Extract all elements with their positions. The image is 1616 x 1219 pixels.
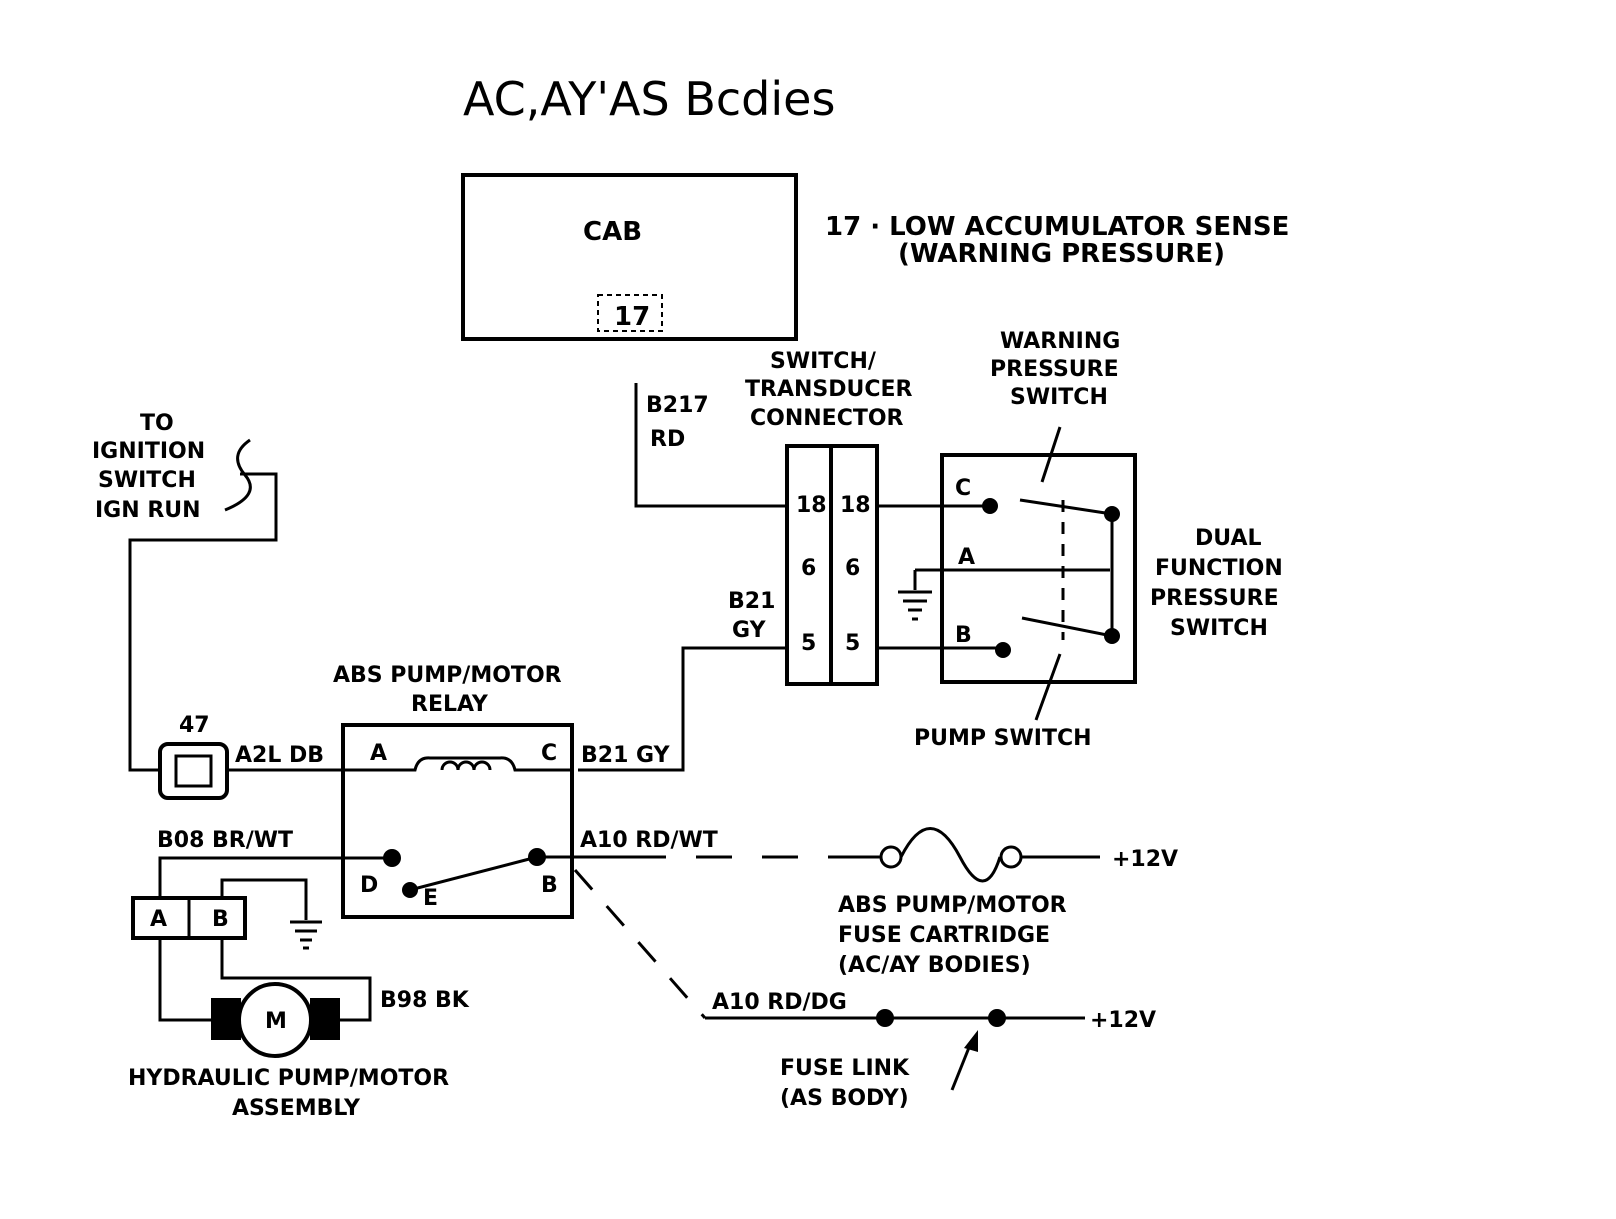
wire-ignition-feed xyxy=(128,472,278,772)
motor-label-2: ASSEMBLY xyxy=(232,1096,361,1121)
connector-pin-18-right: 18 xyxy=(840,493,871,518)
wire-b08-label: B08 BR/WT xyxy=(157,828,293,853)
cab-pin-17: 17 xyxy=(614,302,650,332)
wire-b21-v-color: GY xyxy=(732,618,767,643)
motor-icon xyxy=(237,982,313,1058)
relay-coil-wire xyxy=(343,756,572,772)
wire-b217 xyxy=(634,383,785,508)
cab-module xyxy=(461,173,798,341)
wire-a10-top-label: A10 RD/WT xyxy=(580,828,718,853)
motor-symbol: M xyxy=(265,1009,287,1034)
wire-connector-ground xyxy=(220,878,308,920)
relay-terminal-a: A xyxy=(370,741,387,766)
fuse-cartridge-label-3: (AC/AY BODIES) xyxy=(838,953,1031,978)
fuse-cartridge-icon xyxy=(899,827,1002,883)
wire-a10-bottom-dashed xyxy=(573,869,707,1019)
connector-label-3: CONNECTOR xyxy=(750,406,904,431)
motor-brush-left xyxy=(211,998,241,1040)
motor-brush-right xyxy=(310,998,340,1040)
abs-pump-motor-relay xyxy=(341,723,574,919)
motor-label-1: HYDRAULIC PUMP/MOTOR xyxy=(128,1066,449,1091)
splice-47-inner xyxy=(174,754,213,788)
splice-number: 47 xyxy=(179,713,210,738)
diagram-title: AC,AY'AS Bcdies xyxy=(463,72,835,126)
relay-switch-arm xyxy=(409,855,538,892)
dual-switch-label-1: DUAL xyxy=(1195,526,1262,551)
warning-switch-label-3: SWITCH xyxy=(1010,385,1108,410)
ignition-label-2: IGNITION xyxy=(92,439,205,464)
supply-bottom: +12V xyxy=(1090,1008,1156,1033)
fuse-cartridge-label-2: FUSE CARTRIDGE xyxy=(838,923,1050,948)
dual-switch-terminal-c: C xyxy=(955,476,971,501)
pump-connector-a: A xyxy=(150,907,167,932)
relay-terminal-c: C xyxy=(541,741,557,766)
wire-a10-bottom-label: A10 RD/DG xyxy=(712,990,847,1015)
warning-switch-leader xyxy=(1040,426,1062,483)
fuse-link-end-left xyxy=(876,1009,894,1027)
connector-pin-6-left: 6 xyxy=(801,556,816,581)
switch-c-contact xyxy=(982,498,998,514)
relay-coil-icon xyxy=(440,760,492,771)
dual-switch-terminal-a: A xyxy=(958,545,975,570)
connector-pin-5-left: 5 xyxy=(801,631,816,656)
fuse-link-arrow-icon xyxy=(950,1030,978,1091)
cab-note-line1: 17 · LOW ACCUMULATOR SENSE xyxy=(825,212,1289,242)
relay-label-2: RELAY xyxy=(411,692,489,717)
pump-switch-leader xyxy=(1034,653,1062,721)
switch-b-contact xyxy=(995,642,1011,658)
dual-switch-terminal-b: B xyxy=(955,623,972,648)
wire-b217-code: B217 xyxy=(646,393,709,418)
wire-connector-b-to-motor xyxy=(220,938,372,1022)
ground-icon-switch xyxy=(898,590,932,621)
connector-half-right xyxy=(829,444,879,686)
dual-switch-label-4: SWITCH xyxy=(1170,616,1268,641)
ground-icon-pump xyxy=(290,920,322,950)
ignition-label-3: SWITCH xyxy=(98,468,196,493)
wire-a21-label: A2L DB xyxy=(235,743,324,768)
dual-switch-label-2: FUNCTION xyxy=(1155,556,1283,581)
pump-switch-label: PUMP SWITCH xyxy=(914,726,1092,751)
connector-label-1: SWITCH/ xyxy=(770,349,877,374)
relay-terminal-d: D xyxy=(360,873,378,898)
relay-terminal-b: B xyxy=(541,873,558,898)
cab-pin-box xyxy=(597,294,663,332)
wire-b21-v-code: B21 xyxy=(728,589,775,614)
dual-switch-label-3: PRESSURE xyxy=(1150,586,1279,611)
wire-b08 xyxy=(158,856,392,898)
wire-b21 xyxy=(578,646,787,772)
ignition-label-4: IGN RUN xyxy=(95,498,201,523)
warning-switch-blade xyxy=(1019,498,1113,516)
fuse-terminal-left xyxy=(879,845,903,869)
relay-label-1: ABS PUMP/MOTOR xyxy=(333,663,562,688)
fuse-link-end-right xyxy=(988,1009,1006,1027)
wire-connector-a-to-motor xyxy=(158,938,220,1022)
cab-note-line2: (WARNING PRESSURE) xyxy=(898,239,1225,269)
warning-switch-label-1: WARNING xyxy=(1000,329,1120,354)
fuse-link-label-1: FUSE LINK xyxy=(780,1056,910,1081)
splice-47 xyxy=(158,742,229,800)
fuse-cartridge-label-1: ABS PUMP/MOTOR xyxy=(838,893,1067,918)
dual-function-pressure-switch xyxy=(940,453,1137,684)
warning-switch-label-2: PRESSURE xyxy=(990,357,1119,382)
pump-connector-b: B xyxy=(212,907,229,932)
wire-b217-color: RD xyxy=(650,427,685,452)
fuse-terminal-right xyxy=(999,845,1023,869)
wire-b21-label: B21 GY xyxy=(581,743,671,768)
supply-top: +12V xyxy=(1112,847,1178,872)
relay-terminal-e: E xyxy=(423,886,438,911)
wire-b98-label: B98 BK xyxy=(380,988,470,1013)
cab-label: CAB xyxy=(583,217,642,247)
ignition-label-1: TO xyxy=(140,411,174,436)
connector-pin-5-right: 5 xyxy=(845,631,860,656)
pump-switch-blade xyxy=(1021,616,1113,638)
connector-pin-6-right: 6 xyxy=(845,556,860,581)
fuse-link-label-2: (AS BODY) xyxy=(780,1086,909,1111)
connector-label-2: TRANSDUCER xyxy=(745,377,913,402)
connector-pin-18-left: 18 xyxy=(796,493,827,518)
